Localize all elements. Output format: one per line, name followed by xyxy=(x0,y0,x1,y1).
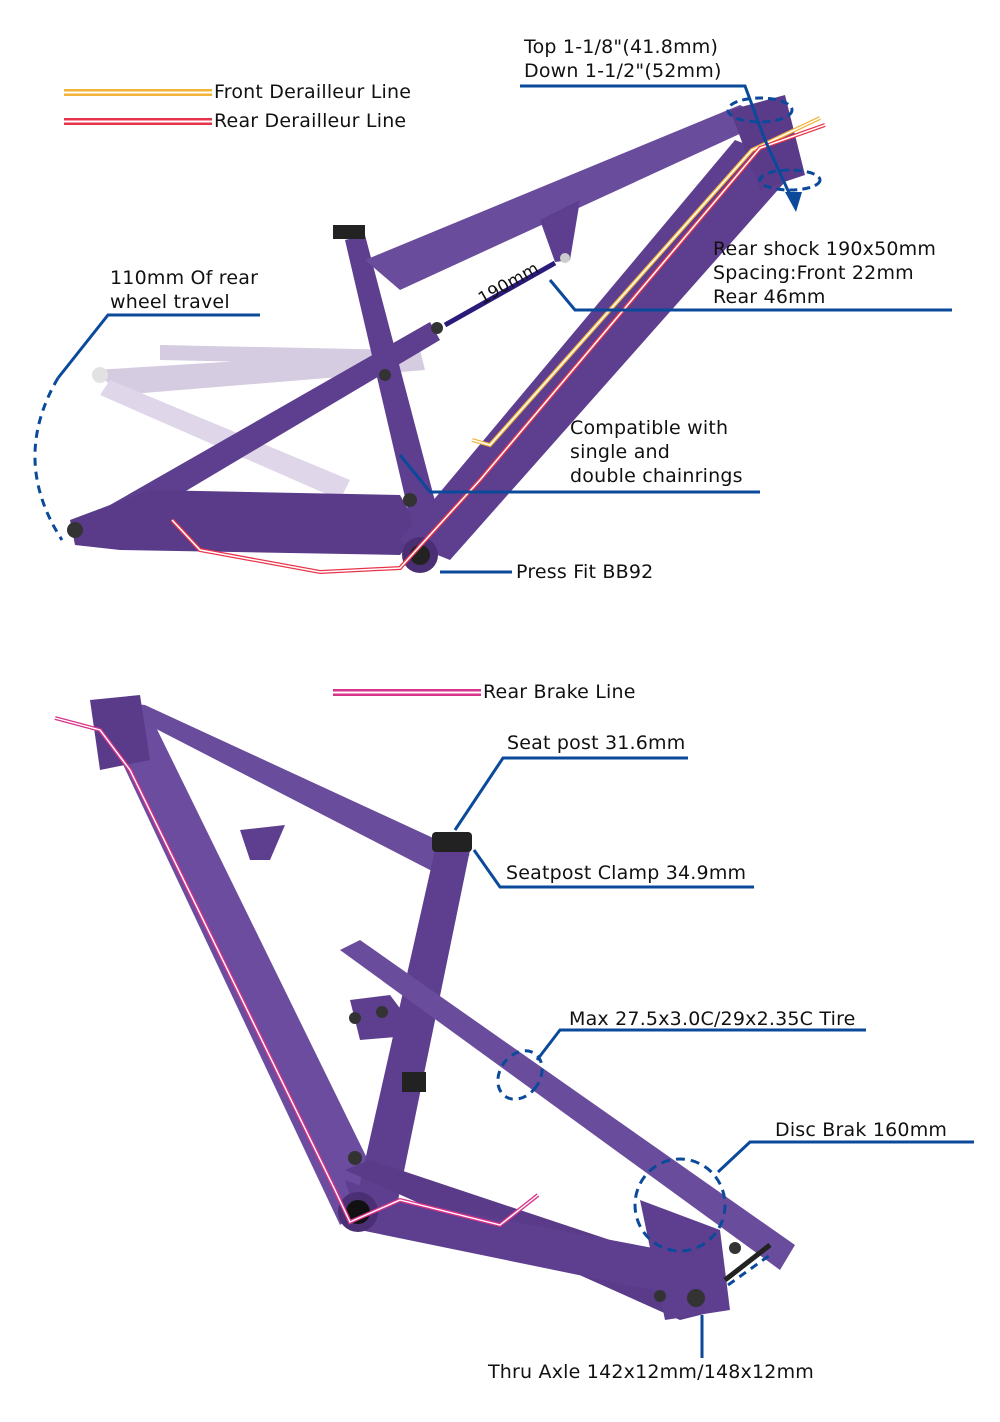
bottom-callout-lines xyxy=(453,756,974,1358)
thru-axle-spec: Thru Axle 142x12mm/148x12mm xyxy=(488,1361,814,1383)
chainring-compat-3: double chainrings xyxy=(570,465,743,487)
headset-top-spec: Top 1-1/8"(41.8mm) xyxy=(524,36,719,58)
legend-line-front-derailleur xyxy=(64,89,212,96)
legend-front-derailleur-label: Front Derailleur Line xyxy=(214,81,412,103)
seatpost-clamp-spec: Seatpost Clamp 34.9mm xyxy=(506,862,747,884)
disc-brake-spec: Disc Brak 160mm xyxy=(775,1119,948,1141)
bottom-bracket-spec: Press Fit BB92 xyxy=(516,561,654,583)
shock-spacing-rear: Rear 46mm xyxy=(713,286,826,308)
tire-clearance-spec: Max 27.5x3.0C/29x2.35C Tire xyxy=(569,1008,856,1030)
chainring-compat-2: single and xyxy=(570,441,671,463)
legend-rear-brake-label: Rear Brake Line xyxy=(483,681,636,703)
top-frame-illustration xyxy=(33,84,952,575)
top-callout-lines xyxy=(56,84,952,574)
headset-down-spec: Down 1-1/2"(52mm) xyxy=(524,60,722,82)
chainring-compat-1: Compatible with xyxy=(570,417,729,439)
legend-line-rear-brake xyxy=(333,689,481,696)
legend-line-rear-derailleur xyxy=(64,118,212,125)
rear-travel-spec: 110mm Of rear xyxy=(110,267,259,289)
shock-spacing-front: Spacing:Front 22mm xyxy=(713,262,914,284)
seatpost-spec: Seat post 31.6mm xyxy=(507,732,686,754)
bottom-frame-illustration xyxy=(54,689,974,1358)
legend-rear-derailleur-label: Rear Derailleur Line xyxy=(214,110,407,132)
rear-travel-spec-2: wheel travel xyxy=(110,291,230,313)
rear-shock-spec: Rear shock 190x50mm xyxy=(713,238,937,260)
